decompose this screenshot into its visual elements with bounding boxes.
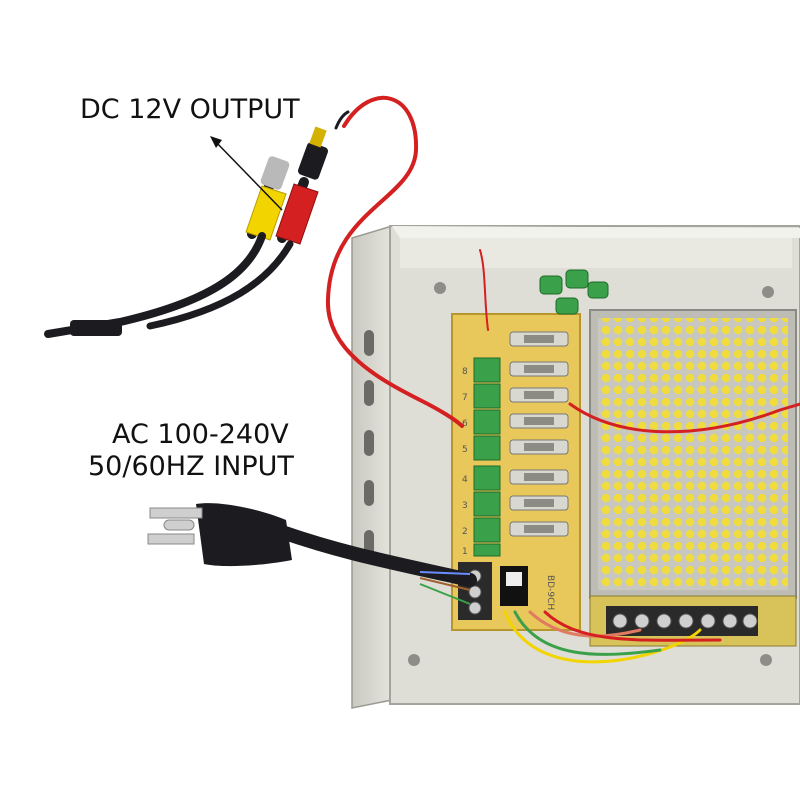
channel-number: 4 xyxy=(462,475,468,485)
plug-prong xyxy=(149,507,203,519)
psu-screw-terminals xyxy=(612,613,758,629)
ground-pin xyxy=(163,519,195,531)
channel-number: 7 xyxy=(462,393,468,403)
channel-number: 5 xyxy=(462,445,468,455)
camera-cable xyxy=(44,232,294,338)
dc-output-arrow xyxy=(210,136,283,211)
ac-plug-body xyxy=(196,503,292,567)
distribution-board: 8 7 6 5 4 3 2 1 BD-9CH xyxy=(451,313,581,631)
board-model-marking: BD-9CH xyxy=(545,575,555,610)
spare-connectors xyxy=(539,269,609,315)
channel-numbers: 8 7 6 5 4 3 2 1 xyxy=(462,367,468,557)
plug-prong xyxy=(147,533,195,545)
channel-number: 1 xyxy=(462,547,468,557)
channel-number: 8 xyxy=(462,367,468,377)
dc-barrel-connector xyxy=(297,142,329,180)
channel-number: 3 xyxy=(462,501,468,511)
ac-power-cord xyxy=(147,503,477,605)
channel-number: 2 xyxy=(462,527,468,537)
fuse-holders xyxy=(509,331,569,537)
bnc-connector xyxy=(260,156,290,190)
dc-plugs xyxy=(245,126,329,245)
channel-number: 6 xyxy=(462,419,468,429)
psu-module xyxy=(589,309,797,647)
output-terminal-blocks xyxy=(473,357,501,557)
ac-input-label-line2: 50/60HZ INPUT xyxy=(88,451,294,482)
ac-input-label-line1: AC 100-240V xyxy=(112,419,289,450)
internal-wiring xyxy=(479,249,800,664)
dc-output-label: DC 12V OUTPUT xyxy=(80,94,300,125)
dc-output-cable xyxy=(325,95,464,428)
